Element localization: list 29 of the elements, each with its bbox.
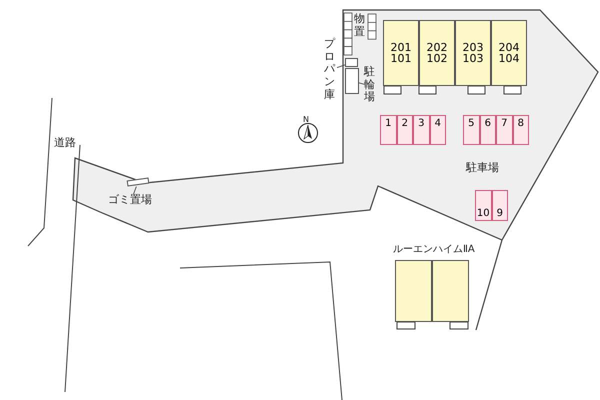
storage-box xyxy=(345,68,359,94)
road-label: 道路 xyxy=(54,137,76,150)
bicycle-parking-label: 駐輪場 xyxy=(364,66,377,106)
propane-store-label: プロパン庫 xyxy=(324,38,337,102)
parking-lot-label: 駐車場 xyxy=(466,162,499,174)
north-label: N xyxy=(303,116,309,125)
apartment-unit: 204 104 xyxy=(491,20,527,86)
apartment-unit: 202 102 xyxy=(419,20,455,86)
apartment-unit xyxy=(395,260,432,322)
garbage-area-label: ゴミ置場 xyxy=(108,194,154,208)
building-name: ルーエンハイムⅡA xyxy=(393,244,475,255)
parking-space: 7 xyxy=(496,115,512,145)
storage-box xyxy=(345,58,358,67)
apartment-unit xyxy=(432,260,469,322)
parking-space: 5 xyxy=(463,115,480,145)
leader-line xyxy=(336,64,346,68)
leader-line xyxy=(358,82,364,85)
apartment-unit: 203 103 xyxy=(455,20,491,86)
leader-line xyxy=(133,186,137,194)
parking-space: 2 xyxy=(396,115,413,145)
parking-space: 8 xyxy=(512,115,529,145)
parking-space: 6 xyxy=(480,115,496,145)
parking-space: 1 xyxy=(380,115,396,145)
parking-space: 4 xyxy=(430,115,446,145)
parking-space: 9 xyxy=(492,190,508,221)
parking-space: 3 xyxy=(413,115,430,145)
parking-space: 10 xyxy=(475,190,492,221)
apartment-unit: 201 101 xyxy=(383,20,419,86)
storage-label: 物置 xyxy=(354,13,366,38)
